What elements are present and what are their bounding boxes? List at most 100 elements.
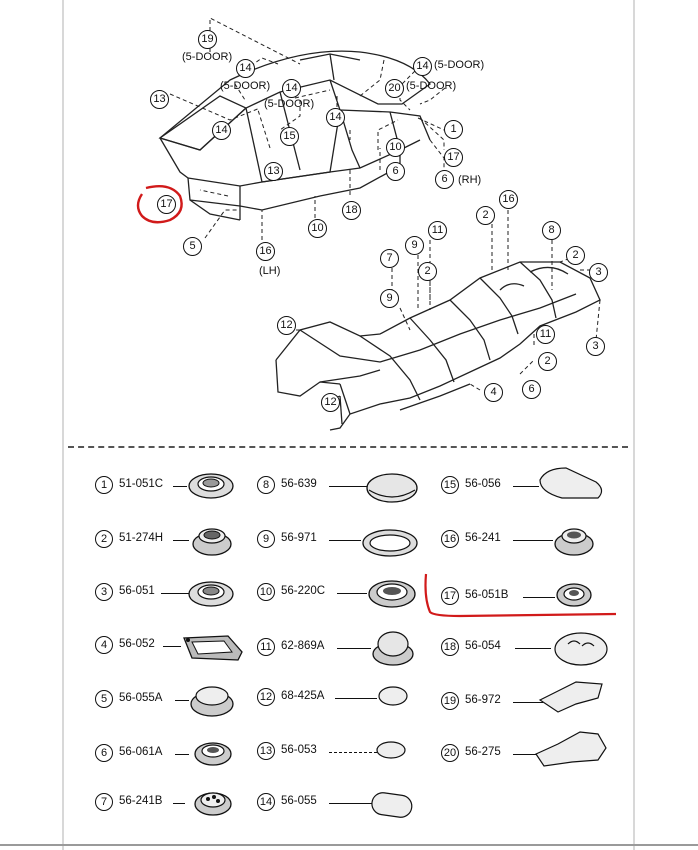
legend-number: 4 [95,636,113,654]
leader-line [329,540,361,541]
callout-2: 2 [566,246,585,265]
leader-line [337,593,367,594]
leader-line [173,486,187,487]
callout-10: 10 [386,138,405,157]
part-code: 56-054 [465,640,501,652]
pad-56-972-icon [538,681,603,713]
callout-17: 17 [157,195,176,214]
page-edge-right [633,0,635,850]
legend-number: 8 [257,476,275,494]
leader-line [515,648,551,649]
callout-9: 9 [405,236,424,255]
part-code: 56-275 [465,746,501,758]
grommet-56-051-icon [188,581,234,607]
legend-number: 11 [257,638,275,656]
page-edge-bottom [0,844,698,846]
leader-line [513,702,543,703]
note-5-door: (5-DOOR) [220,80,271,92]
pad-56-054-icon [554,632,608,666]
callout-14: 14 [236,59,255,78]
callout-11: 11 [536,325,555,344]
leader-line [175,754,189,755]
callout-8: 8 [542,221,561,240]
callout-16: 16 [256,242,275,261]
callout-11: 11 [428,221,447,240]
callout-14: 14 [212,121,231,140]
legend-number: 20 [441,744,459,762]
plug-56-055a-icon [190,686,234,717]
callout-4: 4 [484,383,503,402]
part-code: 51-051C [119,478,164,490]
legend-number: 1 [95,476,113,494]
legend-number: 19 [441,692,459,710]
part-code: 56-971 [281,532,317,544]
legend-number: 15 [441,476,459,494]
page-edge-left [62,0,64,850]
callout-20: 20 [385,79,404,98]
callout-12: 12 [321,393,340,412]
callout-12: 12 [277,316,296,335]
cap-56-639-icon [366,473,418,503]
callout-16: 16 [499,190,518,209]
leader-line [513,486,539,487]
legend-number: 12 [257,688,275,706]
highlight-circle-17 [136,185,183,224]
callout-1: 1 [444,120,463,139]
legend-number: 9 [257,530,275,548]
part-code: 62-869A [281,640,325,652]
note-5-door: (5-DOOR) [264,98,315,110]
grommet-51-274h-icon [192,528,232,556]
disc-56-053-icon [376,741,406,759]
callout-6: 6 [386,162,405,181]
pad-56-275-icon [535,731,607,767]
note-rh: (RH) [458,174,482,186]
part-code: 56-061A [119,746,163,758]
callout-3: 3 [586,337,605,356]
note-lh: (LH) [259,265,281,277]
leader-line [329,486,367,487]
legend-number: 18 [441,638,459,656]
part-code: 56-639 [281,478,317,490]
callout-2: 2 [538,352,557,371]
section-divider [68,446,628,448]
legend-number: 14 [257,793,275,811]
grommet-51-051c-icon [188,473,234,499]
plug-56-241b-icon [194,792,232,816]
part-code: 56-056 [465,478,501,490]
part-code: 56-051 [119,585,155,597]
legend-number: 3 [95,583,113,601]
part-code: 56-055A [119,692,163,704]
pad-56-055-icon [371,792,413,818]
leader-line [175,700,189,701]
callout-14: 14 [282,79,301,98]
leader-line [337,648,371,649]
leader-line [329,803,373,804]
grommet-56-061a-icon [194,742,232,766]
part-code: 51-274H [119,532,164,544]
part-code: 56-241 [465,532,501,544]
note-5-door: (5-DOOR) [182,51,233,63]
disc-68-425a-icon [378,686,408,706]
grommet-56-051b-icon [556,583,592,607]
callout-3: 3 [589,263,608,282]
legend-number: 7 [95,793,113,811]
leader-line [513,540,553,541]
ring-56-971-icon [362,529,418,557]
callout-9: 9 [380,289,399,308]
highlight-underline-56-051b [424,573,617,618]
cap-62-869a-icon [372,631,414,666]
legend-number: 2 [95,530,113,548]
part-code: 56-051B [465,589,509,601]
part-code: 68-425A [281,690,325,702]
legend-number: 10 [257,583,275,601]
part-code: 56-055 [281,795,317,807]
note-5-door: (5-DOOR) [406,80,457,92]
callout-6: 6 [522,380,541,399]
callout-2: 2 [418,262,437,281]
leader-line [523,597,555,598]
callout-7: 7 [380,249,399,268]
underbody-frame-illustration [275,210,601,431]
legend-number: 16 [441,530,459,548]
callout-13: 13 [264,162,283,181]
